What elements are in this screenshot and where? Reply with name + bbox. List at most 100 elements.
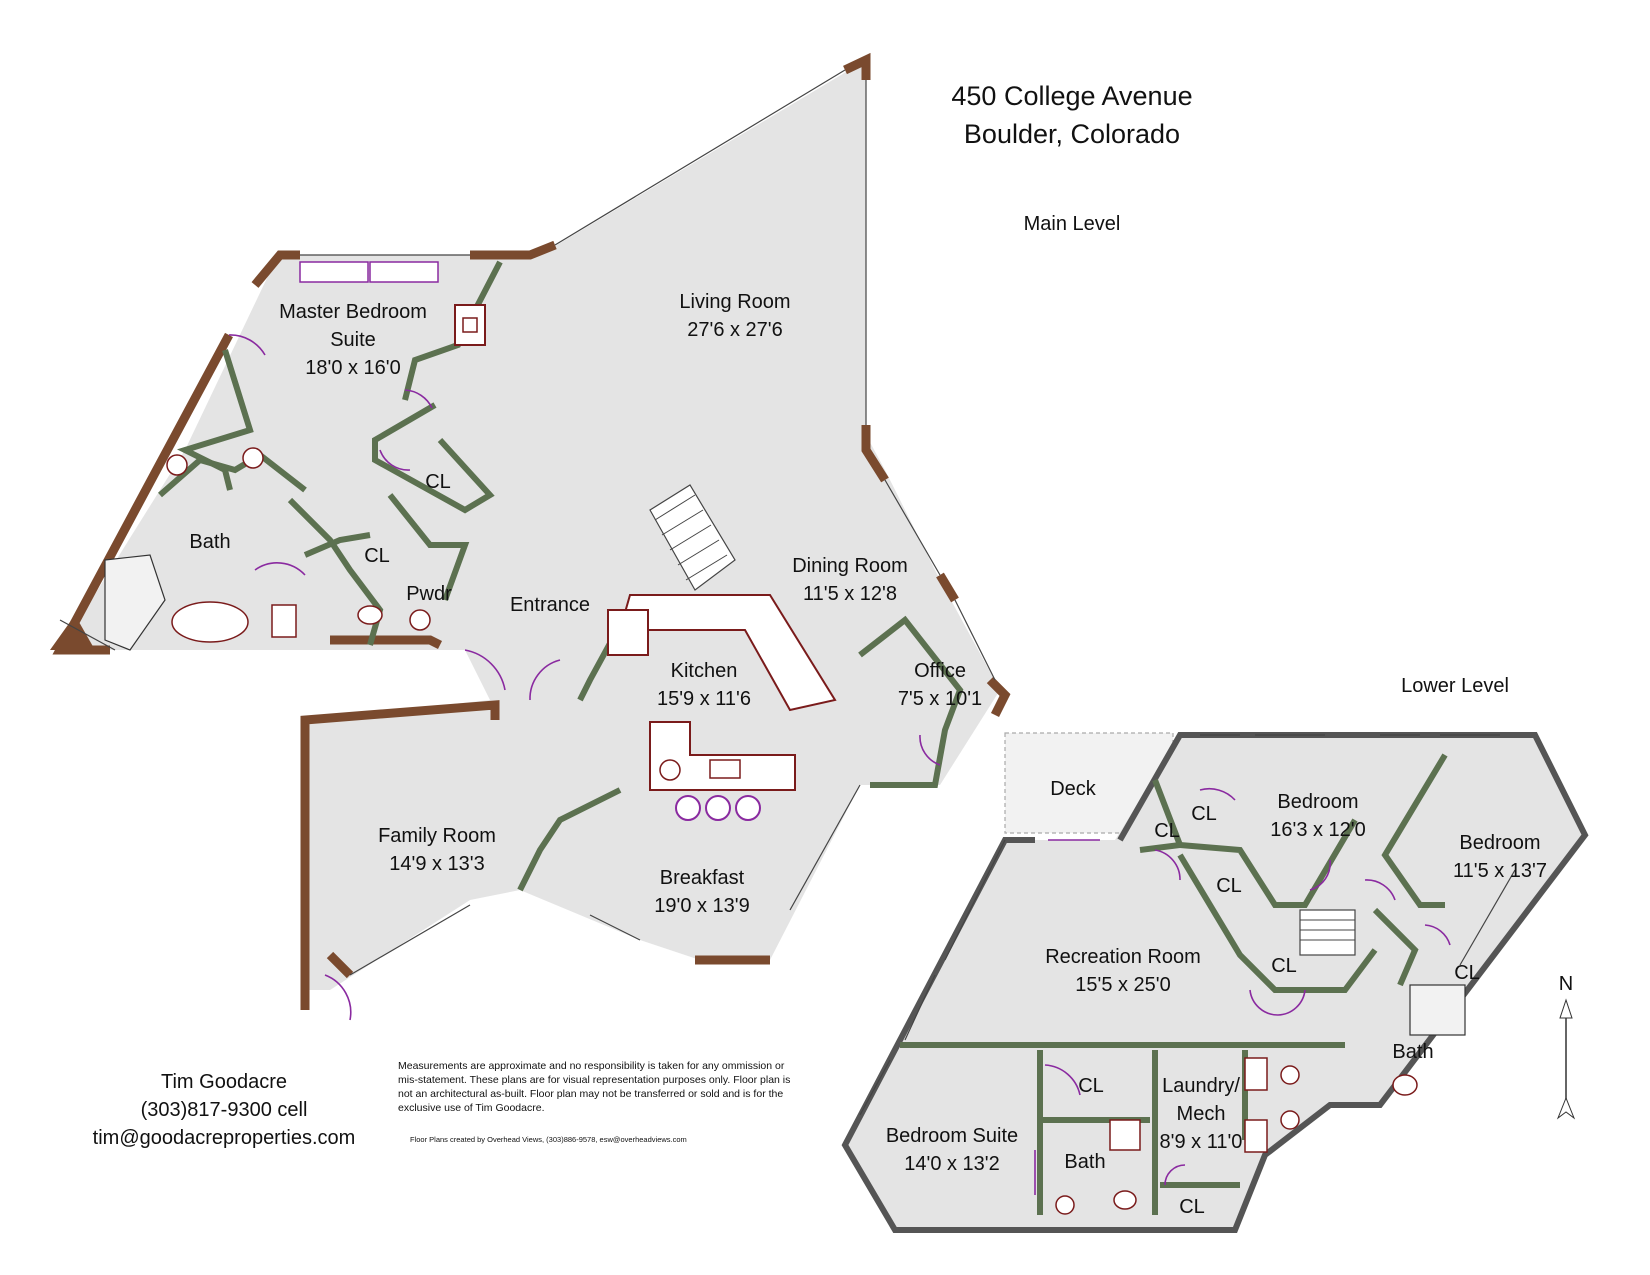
door-swing (1364, 879, 1396, 901)
interior-wall (1177, 853, 1378, 993)
main-floor-area (60, 60, 1000, 990)
exterior-wall-master-top (251, 250, 300, 288)
north-arrow-tail (1556, 1096, 1576, 1120)
room-label-closet-l6: CL (1078, 1075, 1104, 1097)
room-label-master: Master Bedroom (279, 301, 427, 323)
door-swing (1044, 1064, 1081, 1096)
exterior-wall-pwdr (330, 635, 443, 650)
stool (735, 795, 761, 821)
stool (675, 795, 701, 821)
door-swing (404, 389, 433, 409)
room-label-closet-2: CL (364, 545, 390, 567)
room-label-breakfast: Breakfast (660, 867, 745, 889)
interior-wall (158, 451, 307, 498)
door-swing (1199, 787, 1236, 801)
wardrobe (299, 261, 369, 283)
room-size-laundry: 8'9 x 11'0 (1160, 1131, 1243, 1153)
disclaimer-line-3: not an architectural as-built. Floor pla… (398, 1088, 783, 1100)
door-swing (228, 334, 266, 356)
door-swing (254, 562, 306, 576)
lower-level-label: Lower Level (1401, 675, 1509, 697)
door-swing (324, 974, 352, 1021)
room-label-closet-l3: CL (1216, 875, 1242, 897)
window (904, 974, 936, 1041)
bathtub (171, 601, 249, 643)
shower (1409, 984, 1466, 1036)
sink (1280, 1065, 1300, 1085)
window (789, 784, 861, 911)
main-level-plan (50, 52, 1011, 1021)
room-size-living: 27'6 x 27'6 (687, 319, 783, 341)
sink (709, 759, 741, 779)
address-line-1: 450 College Avenue (951, 81, 1192, 111)
lower-level-plan (841, 732, 1589, 1233)
room-label-entrance: Entrance (510, 594, 590, 616)
interior-wall (387, 493, 470, 602)
room-label-laundry: Laundry/ (1162, 1075, 1240, 1097)
exterior-wall-office (986, 676, 1011, 718)
contact-name: Tim Goodacre (161, 1071, 287, 1093)
door-swing (1154, 849, 1181, 881)
window (349, 904, 471, 976)
room-label-family: Family Room (378, 825, 496, 847)
window (944, 839, 1006, 961)
sink (166, 454, 188, 476)
credit-line: Floor Plans created by Overhead Views, (… (410, 1135, 687, 1144)
room-label-living: Living Room (679, 291, 790, 313)
stairs (1299, 909, 1356, 956)
window (589, 914, 641, 941)
interior-wall (1372, 907, 1419, 987)
fireplace (454, 304, 486, 346)
shower (1109, 1119, 1141, 1151)
north-arrow: N (1556, 973, 1576, 1120)
room-size-recreation: 15'5 x 25'0 (1075, 974, 1171, 996)
room-size-master: 18'0 x 16'0 (305, 357, 401, 379)
room-label-office: Office (914, 660, 966, 682)
stair-tread (661, 509, 704, 536)
wardrobe (369, 261, 439, 283)
toilet (271, 604, 297, 638)
exterior-wall-master-right (470, 240, 557, 260)
sink (1280, 1110, 1300, 1130)
lower-floor-area (845, 735, 1585, 1230)
room-label-deck: Deck (1050, 778, 1097, 800)
door-swing (1309, 859, 1331, 891)
kitchen-island (649, 721, 796, 791)
room-label-closet: CL (425, 471, 451, 493)
door-swing (1164, 1164, 1186, 1186)
interior-wall (303, 532, 371, 558)
toilet (1392, 1074, 1418, 1096)
window (954, 599, 996, 681)
room-label-bedroom-suite: Bedroom Suite (886, 1125, 1018, 1147)
window (859, 1059, 891, 1116)
disclaimer-line-2: mis-statement. These plans are for visua… (398, 1074, 790, 1086)
room-label-dining: Dining Room (792, 555, 908, 577)
stair-tread (654, 494, 696, 521)
disclaimer-line-4: exclusive use of Tim Goodacre. (398, 1102, 544, 1114)
room-label-closet-l1: CL (1154, 820, 1180, 842)
room-size-bedroom-1: 16'3 x 12'0 (1270, 819, 1366, 841)
interior-wall (176, 349, 254, 491)
window (554, 69, 846, 246)
room-size-office: 7'5 x 10'1 (898, 688, 982, 710)
room-label-closet-l5: CL (1454, 962, 1480, 984)
interior-wall (1179, 818, 1358, 908)
compass-label: N (1559, 973, 1573, 995)
sink (242, 447, 264, 469)
stair-tread (669, 524, 712, 551)
room-label-kitchen: Kitchen (671, 660, 738, 682)
door-swing (1277, 989, 1306, 1016)
interior-wall (372, 402, 495, 514)
sink (659, 759, 681, 781)
door-swing (1424, 924, 1451, 946)
stair-tread (685, 554, 728, 581)
interior-wall (517, 787, 622, 892)
fireplace-insert (462, 317, 478, 333)
room-size-bedroom-2: 11'5 x 13'7 (1453, 860, 1547, 882)
sink (1055, 1195, 1075, 1215)
room-label-bedroom-2: Bedroom (1459, 832, 1540, 854)
exterior-wall-living-right (861, 425, 889, 483)
corner-triangle (50, 615, 95, 650)
room-size-breakfast: 19'0 x 13'9 (654, 895, 750, 917)
room-label-master-suite: Suite (330, 329, 376, 351)
